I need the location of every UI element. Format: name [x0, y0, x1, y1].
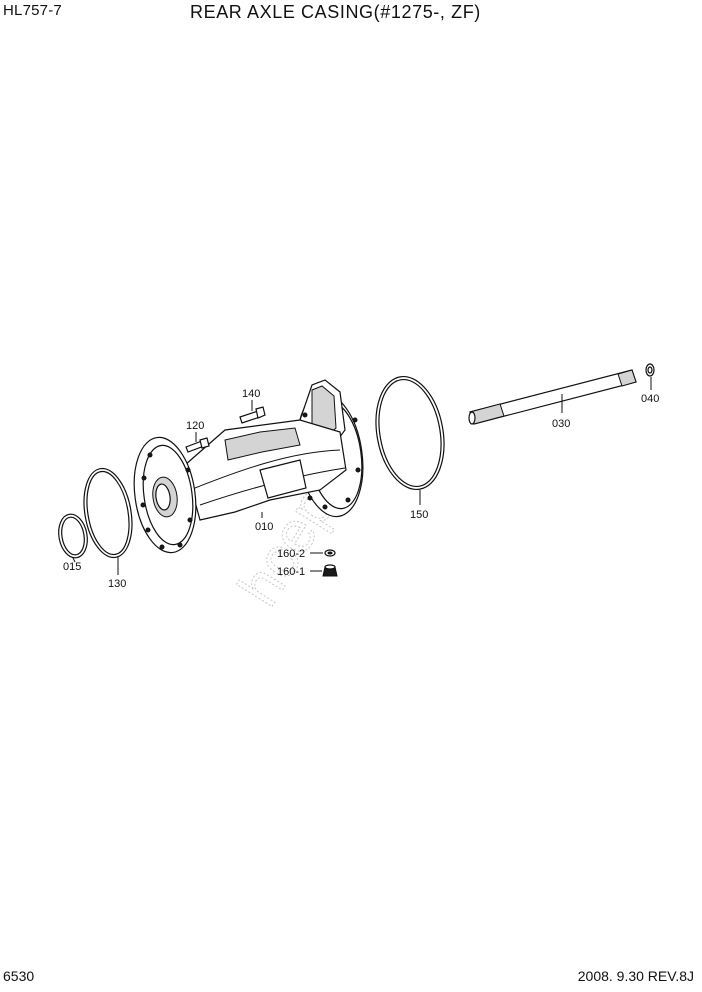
page-number: 6530 [3, 968, 35, 984]
part-label-120[interactable]: 120 [186, 420, 204, 432]
part-label-140[interactable]: 140 [242, 388, 260, 400]
part-label-160-1[interactable]: 160-1 [277, 566, 305, 578]
revision-date: 2008. 9.30 REV.8J [577, 968, 694, 984]
part-010-axle-casing[interactable] [127, 379, 370, 557]
part-015-oring[interactable] [55, 512, 90, 560]
part-120-bolt[interactable] [185, 437, 210, 453]
part-150-oring[interactable] [368, 371, 453, 495]
part-140-bolt[interactable] [239, 406, 266, 424]
part-label-015[interactable]: 015 [63, 561, 81, 573]
part-160-2-washer[interactable] [324, 549, 336, 557]
part-label-010[interactable]: 010 [255, 521, 273, 533]
part-label-040[interactable]: 040 [641, 393, 659, 405]
model-code: HL757-7 [3, 2, 62, 19]
part-160-1-plug[interactable] [322, 564, 338, 577]
part-label-160-2[interactable]: 160-2 [277, 548, 305, 560]
part-130-oring[interactable] [78, 465, 139, 562]
leader-015 [72, 557, 76, 563]
part-label-150[interactable]: 150 [410, 509, 428, 521]
part-label-130[interactable]: 130 [108, 578, 126, 590]
part-label-030[interactable]: 030 [552, 418, 570, 430]
part-040-washer[interactable] [645, 363, 655, 377]
part-030-axle-shaft[interactable] [468, 369, 637, 425]
page-title: REAR AXLE CASING(#1275-, ZF) [190, 2, 481, 22]
